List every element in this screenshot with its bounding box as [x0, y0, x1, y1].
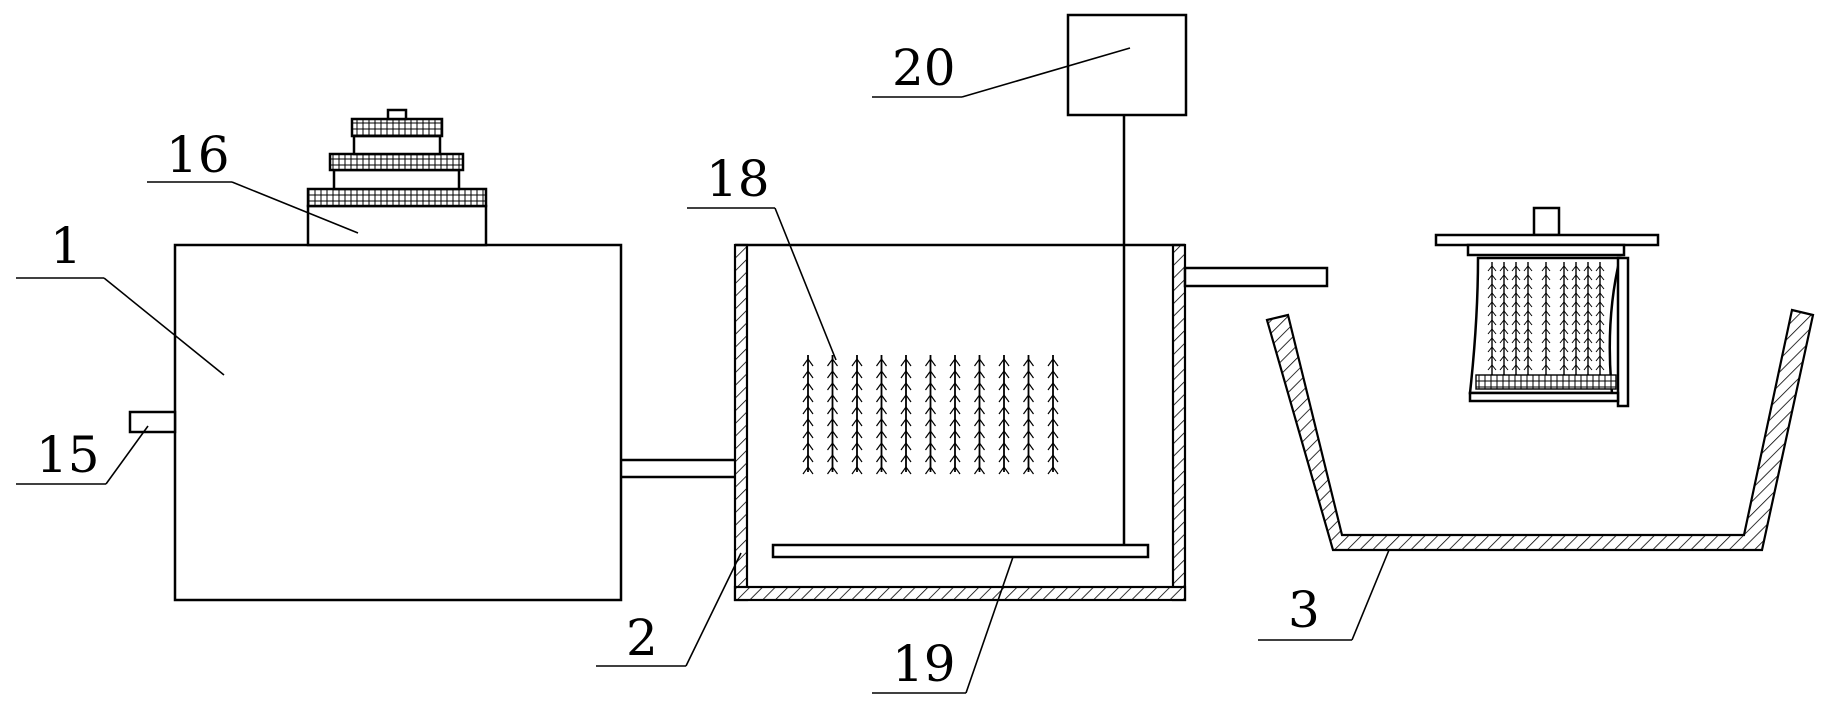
- brush-bristles: [998, 357, 1010, 475]
- brush-head-side-bracket: [1616, 256, 1630, 408]
- brush-bristles: [1047, 357, 1059, 475]
- label-2: 2: [626, 609, 658, 667]
- tank-2-floor: [733, 585, 1187, 602]
- brush-bristles: [900, 357, 912, 475]
- brush-bristles: [851, 357, 863, 475]
- leader-line-2-diag: [685, 552, 742, 667]
- tank-2-right-wall: [1171, 243, 1187, 602]
- brush-bristles: [974, 357, 985, 475]
- brush-head-top-plate: [1434, 233, 1660, 247]
- label-16: 16: [166, 126, 230, 184]
- label-15: 15: [36, 426, 100, 484]
- brush-head-shaft: [1532, 206, 1561, 237]
- motor-tier-2: [328, 152, 465, 172]
- label-18: 18: [706, 150, 770, 208]
- plate-19: [771, 543, 1150, 559]
- head-bristles: [1523, 265, 1533, 389]
- leader-line-15-diag: [105, 425, 149, 485]
- leader-line-19-diag: [965, 556, 1014, 694]
- head-bristles: [1571, 265, 1581, 389]
- label-19: 19: [892, 635, 956, 693]
- motor-tier-3-stem: [352, 134, 442, 156]
- label-20: 20: [892, 39, 956, 97]
- outlet-pipe-15: [128, 410, 177, 434]
- basin-3-wall: [1265, 308, 1815, 552]
- connecting-pipe: [621, 458, 735, 479]
- leader-line-16-diag: [231, 181, 359, 234]
- brush-bristles: [925, 357, 936, 475]
- brush-bristles: [876, 357, 887, 475]
- tank-2-left-wall: [733, 243, 749, 602]
- tank-2-outlet-pipe: [1183, 266, 1329, 288]
- head-bristles: [1583, 265, 1593, 389]
- motor-tier-3: [350, 117, 444, 138]
- control-box-20-group: 20: [872, 13, 1188, 117]
- head-bristles: [1595, 265, 1605, 389]
- brush-bristles: [827, 357, 838, 475]
- brush-head-bristles: [1475, 262, 1617, 390]
- head-bristle-base: [1475, 374, 1617, 390]
- motor-tier-1: [306, 187, 488, 208]
- head-bristles: [1541, 265, 1551, 389]
- leader-line-20-diag: [961, 47, 1131, 98]
- motor-base: [306, 204, 488, 247]
- motor-16: [306, 108, 488, 247]
- head-bristles: [1559, 265, 1569, 389]
- head-bristles: [1499, 265, 1509, 389]
- brush-head-bottom: [1468, 391, 1620, 403]
- control-box-20: [1066, 13, 1188, 117]
- head-bristles: [1511, 265, 1521, 389]
- leader-line-18-diag: [774, 207, 837, 361]
- tank-2-group: 18 2 19: [596, 115, 1329, 694]
- brush-head-assembly: [1434, 206, 1660, 408]
- brush-bristles: [949, 357, 961, 475]
- tank-1-body: [173, 243, 623, 602]
- brush-bristles: [1023, 357, 1034, 475]
- label-3: 3: [1288, 581, 1320, 639]
- label-1: 1: [50, 217, 82, 275]
- motor-shaft-cap: [386, 108, 408, 121]
- motor-tier-2-stem: [332, 168, 461, 191]
- basin-3-group: 3: [1258, 308, 1815, 641]
- brush-bristles: [802, 357, 814, 475]
- brush-head-collar: [1466, 243, 1626, 257]
- tank-1-group: 1 16 15: [16, 108, 623, 602]
- leader-line-1-diag: [103, 277, 225, 376]
- leader-line-3-diag: [1351, 549, 1390, 641]
- head-bristles: [1487, 265, 1497, 389]
- brush-array-18: [802, 355, 1059, 475]
